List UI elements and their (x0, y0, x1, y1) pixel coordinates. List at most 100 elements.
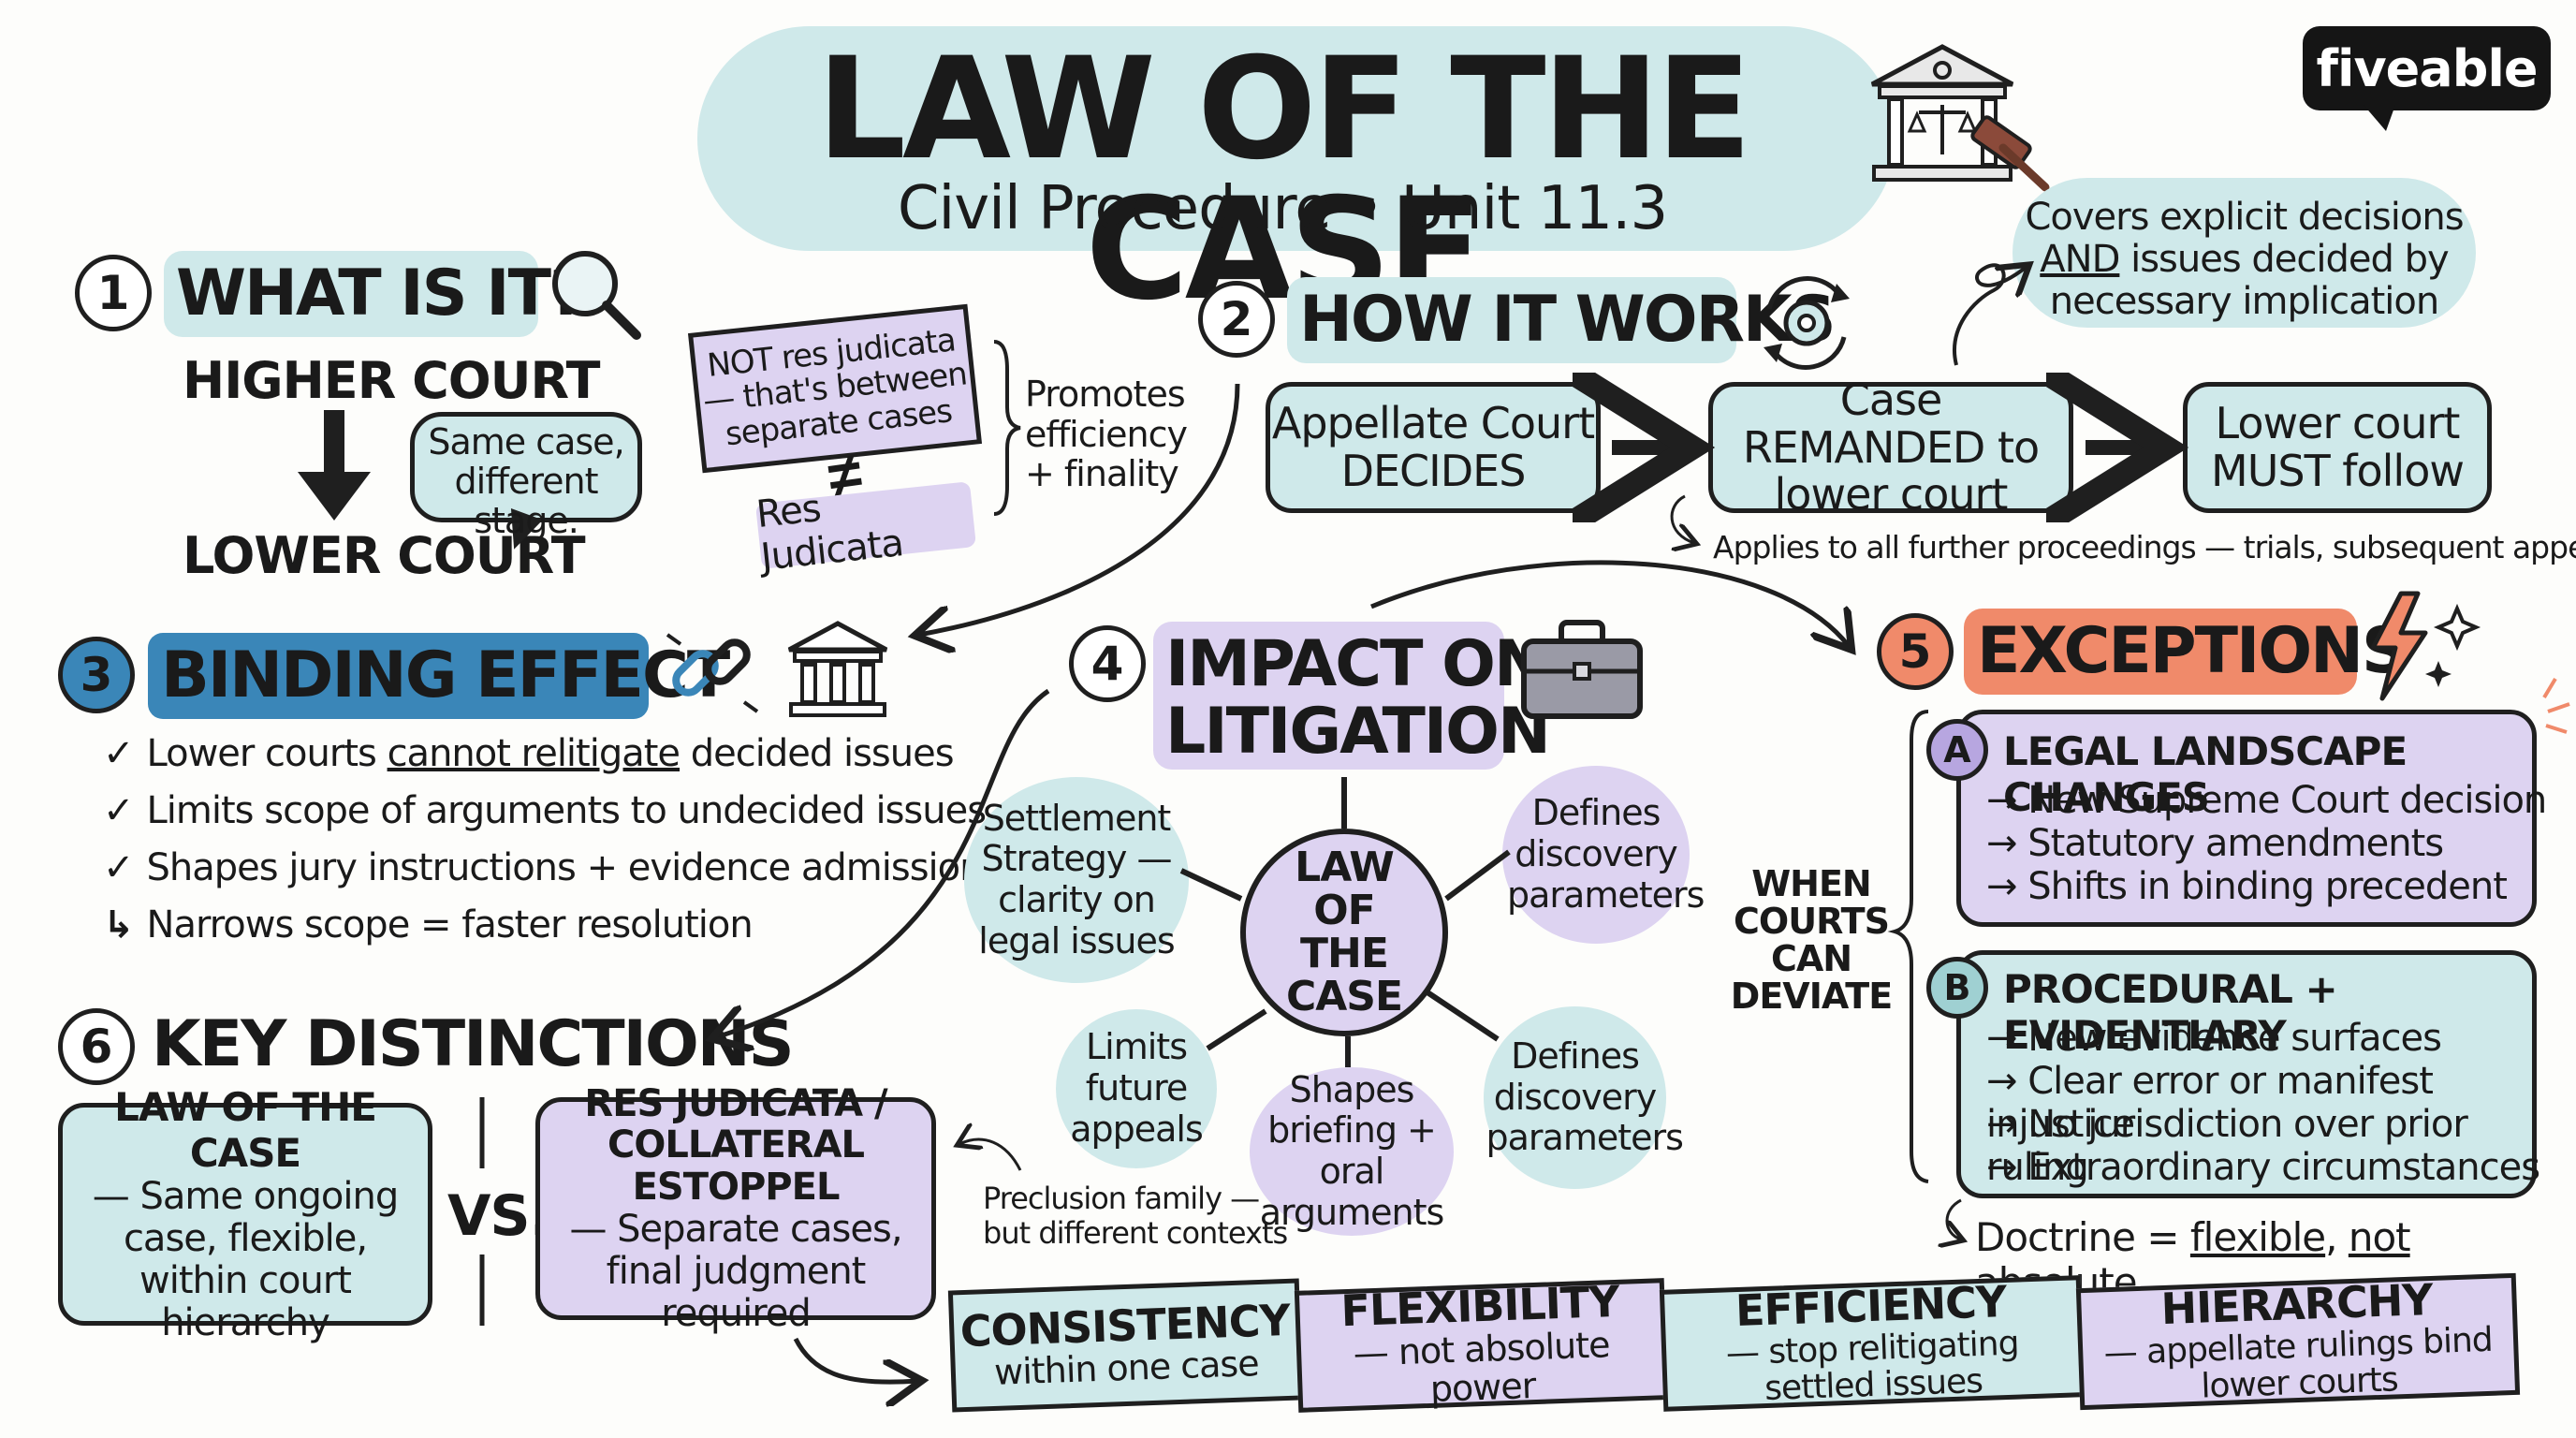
banner-efficiency-rest: — stop relitigating settled issues (1725, 1324, 2020, 1409)
binding-b3: Shapes jury instructions + evidence admi… (146, 846, 984, 889)
covers-line3: necessary implication (2049, 279, 2439, 323)
exception-a-badge: A (1926, 719, 1988, 781)
spoke-discovery-bottom-text: Defines discovery parameters (1486, 1034, 1684, 1159)
section5-title: EXCEPTIONS (1977, 614, 2408, 688)
check-icon: ✓ (103, 846, 135, 889)
spoke-discovery-top: Defines discovery parameters (1502, 766, 1705, 944)
not-res-judicata-text: NOT res judicata — that's between separa… (701, 321, 969, 454)
law-of-case-card-body: — Same ongoing case, flexible, within co… (92, 1175, 399, 1344)
section4-title-line1: IMPACT ON (1165, 627, 1547, 701)
binding-b1-pre: Lower courts (146, 732, 388, 775)
covers-line1: Covers explicit decisions (2025, 196, 2464, 239)
exception-a-item-1: → New Supreme Court decision (1986, 779, 2547, 822)
gear-cycle-icon (1750, 267, 1863, 379)
binding-b1-post: decided issues (680, 732, 955, 775)
down-arrow-icon (298, 410, 373, 522)
binding-bullet-1: ✓Lower courts cannot relitigate decided … (103, 732, 955, 775)
banner-hierarchy: HIERARCHY — appellate rulings bind lower… (2075, 1272, 2521, 1411)
binding-b2: Limits scope of arguments to undecided i… (146, 789, 988, 832)
section3-title-bg (148, 633, 649, 719)
exception-b-item-4: → Extraordinary circumstances (1986, 1146, 2540, 1189)
preclusion-note: Preclusion family — but different contex… (983, 1181, 1288, 1251)
section6-number: 6 (58, 1008, 135, 1085)
section1-title: WHAT IS IT? (176, 257, 586, 330)
page-title: LAW OF THE CASE (816, 28, 1751, 331)
spoke-line-limits (1206, 1008, 1267, 1051)
step-lower-court-follows: Lower court MUST follow (2183, 382, 2492, 513)
lightning-sparkle-icon (2364, 590, 2495, 702)
emphasis-tick-2 (2547, 702, 2570, 713)
arrow-preclusion (959, 1139, 1022, 1171)
section1-number: 1 (75, 255, 152, 331)
brace-right (993, 340, 1021, 516)
page-subtitle: Civil Procedure • Unit 11.3 (897, 174, 1668, 243)
exception-b-item-3: → No jurisdiction over prior ruling (1986, 1103, 2468, 1189)
spoke-line-discovery-top (1444, 849, 1511, 902)
section5-number: 5 (1877, 613, 1954, 690)
section1-title-bg (164, 251, 538, 337)
covers-line2: AND issues decided by (2022, 237, 2466, 281)
law-of-case-card-title: LAW OF THE CASE (114, 1084, 377, 1177)
speech-bubble-text: Same case, different stage. (428, 421, 624, 541)
exception-a-item-3: → Shifts in binding precedent (1986, 865, 2508, 908)
vs-label: VS. (447, 1183, 550, 1249)
arrow-doctrine (1947, 1198, 1961, 1240)
exception-b-item-1: → New evidence surfaces (1986, 1017, 2442, 1060)
covers-bubble (2012, 178, 2476, 328)
binding-bullet-3: ✓ Shapes jury instructions + evidence adm… (103, 846, 984, 889)
spoke-settlement-text: Settlement Strategy — clarity on legal i… (978, 797, 1175, 961)
covers-text: Covers explicit decisions AND issues dec… (2022, 197, 2466, 322)
res-judicata-card-body: — Separate cases, final judgment require… (569, 1208, 902, 1335)
res-judicata-tag: Res Judicata (754, 481, 977, 580)
courthouse-gavel-icon (1863, 37, 2059, 197)
covers-issues: issues decided by (2119, 237, 2450, 281)
fiveable-logo: fiveable (2303, 26, 2551, 110)
exception-b-item-2: → Clear error or manifest injustice (1986, 1060, 2434, 1146)
magnifier-icon (543, 242, 646, 345)
section2-number: 2 (1198, 281, 1275, 358)
title-banner (697, 26, 1895, 251)
covers-and: AND (2040, 237, 2120, 281)
section5-title-bg (1964, 609, 2357, 695)
doctrine-pre: Doctrine = (1975, 1214, 2190, 1260)
step1-text: Appellate Court DECIDES (1271, 398, 1595, 496)
spoke-discovery-top-text: Defines discovery parameters (1507, 792, 1705, 916)
hub-center: LAW OF THE CASE (1240, 829, 1448, 1036)
section6-title: KEY DISTINCTIONS (152, 1007, 795, 1081)
banner-flexibility: FLEXIBILITY — not absolute power (1294, 1276, 1669, 1413)
doctrine-flexible: flexible (2189, 1214, 2326, 1260)
arrow-to-covers (1953, 265, 2027, 366)
binding-b1-ul: cannot relitigate (387, 732, 681, 775)
section3-title: BINDING EFFECT (161, 638, 730, 712)
binding-b4: Narrows scope = faster resolution (146, 903, 754, 946)
res-judicata-card-title: RES JUDICATA / COLLATERAL ESTOPPEL (584, 1081, 887, 1210)
arrow-to-banners (793, 1337, 917, 1382)
arrow-applies (1670, 494, 1694, 543)
briefcase-icon (1516, 613, 1647, 726)
section4-title-line2: LITIGATION (1165, 695, 1551, 769)
spoke-line-settlement (1179, 868, 1243, 902)
spoke-shapes-briefing: Shapes briefing + oral arguments (1250, 1067, 1454, 1236)
promotes-text: Promotes efficiency + finality (1025, 374, 1188, 495)
doctrine-mid: , (2325, 1214, 2349, 1260)
applies-text: Applies to all further proceedings — tri… (1713, 529, 2576, 565)
exception-a-item-2: → Statutory amendments (1986, 822, 2444, 865)
speech-bubble (410, 412, 642, 522)
courthouse-icon (782, 618, 894, 721)
banner-flexibility-rest: — not absolute power (1353, 1323, 1611, 1411)
section2-title: HOW IT WORKS (1299, 283, 1837, 357)
section2-title-bg (1287, 277, 1736, 363)
lower-court-label: LOWER COURT (183, 526, 586, 585)
exception-b-badge: B (1926, 957, 1988, 1019)
step3-text: Lower court MUST follow (2211, 398, 2465, 496)
section4-number: 4 (1069, 625, 1146, 702)
step-appellate-decides: Appellate Court DECIDES (1266, 382, 1601, 513)
spoke-line-discovery-bottom (1426, 990, 1500, 1042)
exception-b-title: PROCEDURAL + EVIDENTIARY (2003, 966, 2338, 1058)
res-judicata-card: RES JUDICATA / COLLATERAL ESTOPPEL — Sep… (535, 1082, 936, 1334)
hook-arrow-icon: ↳ (103, 903, 135, 946)
banner-consistency-rest: within one case (993, 1343, 1260, 1394)
banner-hierarchy-rest: — appellate rulings bind lower courts (2103, 1320, 2494, 1406)
spoke-shapes-text: Shapes briefing + oral arguments (1259, 1068, 1445, 1233)
spoke-discovery-bottom: Defines discovery parameters (1484, 1006, 1684, 1189)
